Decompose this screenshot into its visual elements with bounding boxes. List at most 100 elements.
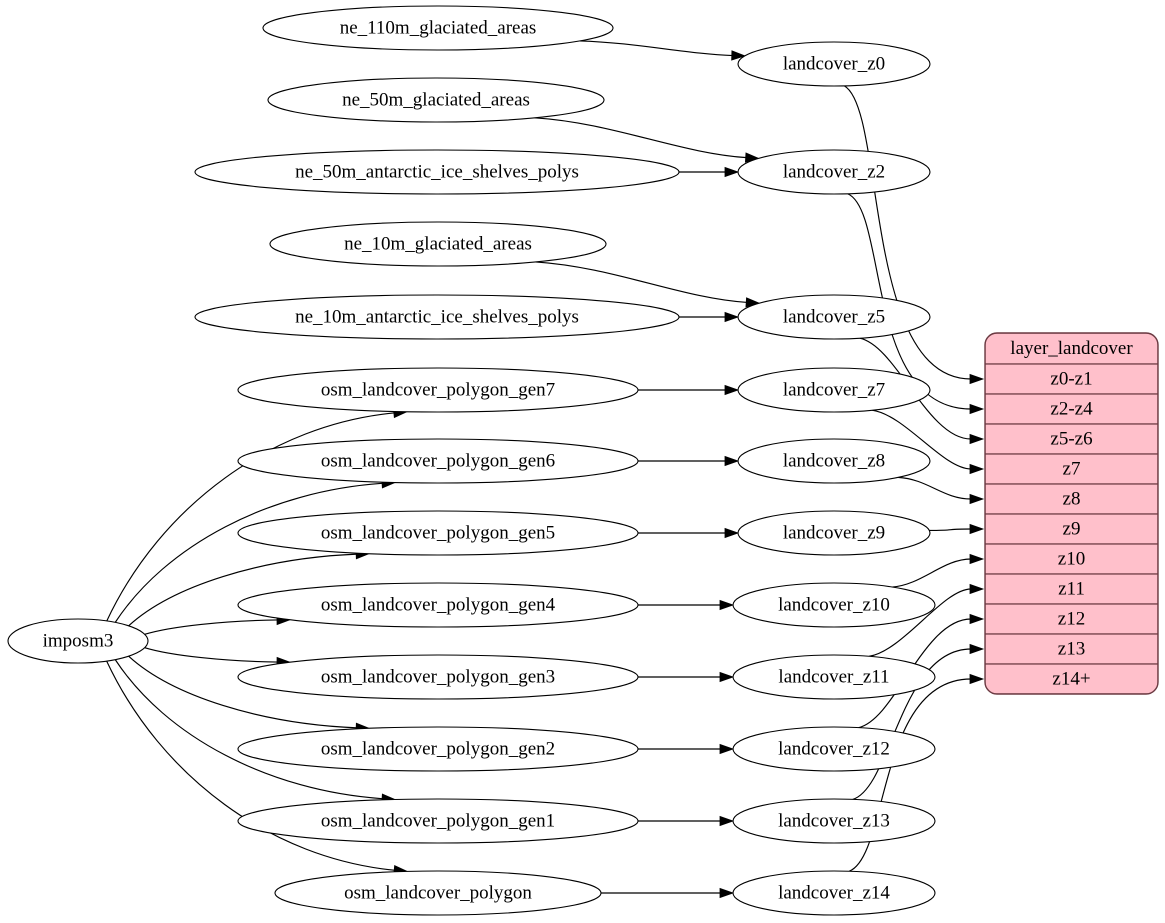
node-label: ne_50m_glaciated_areas: [342, 89, 530, 110]
edge-arrowhead: [731, 50, 746, 61]
table-row-label: z12: [1058, 608, 1085, 629]
node-label: ne_50m_antarctic_ice_shelves_polys: [295, 161, 579, 182]
node-label: osm_landcover_polygon_gen5: [321, 522, 555, 543]
node-landcover_z5[interactable]: landcover_z5: [737, 294, 931, 340]
node-label: landcover_z5: [783, 306, 885, 327]
edge-landcover_z0-to-layer_landcover-z0-z1: [844, 85, 972, 380]
node-landcover_z11[interactable]: landcover_z11: [732, 654, 936, 700]
node-label: landcover_z14: [778, 882, 890, 903]
node-label: osm_landcover_polygon_gen6: [321, 450, 555, 471]
edge-ne_10m_glaciated_areas-to-landcover_z5: [535, 261, 748, 304]
node-osm_landcover_polygon_gen3[interactable]: osm_landcover_polygon_gen3: [237, 654, 639, 700]
edge-arrowhead: [719, 887, 735, 899]
table-row-z9[interactable]: [985, 513, 1158, 545]
table-row-label: z7: [1063, 458, 1081, 479]
node-osm_landcover_polygon[interactable]: osm_landcover_polygon: [274, 870, 602, 916]
ellipse-shape: [737, 438, 931, 484]
node-label: landcover_z7: [783, 379, 885, 400]
node-osm_landcover_polygon_gen6[interactable]: osm_landcover_polygon_gen6: [237, 438, 639, 484]
table-row-label: z0-z1: [1050, 368, 1092, 389]
node-ne_50m_antarctic_ice_shelves_polys[interactable]: ne_50m_antarctic_ice_shelves_polys: [194, 149, 680, 195]
edge-arrowhead: [719, 743, 735, 755]
edge-imposm3-to-osm_landcover_polygon_gen3: [144, 647, 279, 663]
edge-arrowhead: [724, 384, 740, 396]
table-row-z10[interactable]: [985, 543, 1158, 575]
ellipse-shape: [262, 5, 614, 51]
edge-landcover_z10-to-layer_landcover-z10: [892, 558, 972, 588]
node-landcover_z10[interactable]: landcover_z10: [732, 582, 936, 628]
table-row-label: z5-z6: [1050, 428, 1092, 449]
table-body: layer_landcoverz0-z1z2-z4z5-z6z7z8z9z10z…: [985, 333, 1158, 694]
edge-arrowhead: [969, 523, 985, 535]
node-label: landcover_z2: [783, 161, 885, 182]
node-landcover_z7[interactable]: landcover_z7: [737, 367, 931, 413]
ellipse-shape: [269, 221, 607, 267]
node-label: landcover_z8: [783, 450, 885, 471]
layer-landcover-table: layer_landcoverz0-z1z2-z4z5-z6z7z8z9z10z…: [984, 332, 1159, 695]
node-osm_landcover_polygon_gen7[interactable]: osm_landcover_polygon_gen7: [237, 367, 639, 413]
table-row-z2-z4[interactable]: [985, 393, 1158, 425]
node-label: imposm3: [43, 630, 114, 651]
table-row-label: z11: [1058, 578, 1085, 599]
node-label: osm_landcover_polygon_gen2: [321, 738, 555, 759]
edge-imposm3-to-osm_landcover_polygon_gen4: [144, 619, 279, 635]
node-ne_50m_glaciated_areas[interactable]: ne_50m_glaciated_areas: [267, 77, 605, 123]
node-label: landcover_z0: [783, 53, 885, 74]
edge-arrowhead: [969, 643, 985, 655]
table-row-z12[interactable]: [985, 603, 1158, 635]
node-osm_landcover_polygon_gen1[interactable]: osm_landcover_polygon_gen1: [237, 798, 639, 844]
node-imposm3[interactable]: imposm3: [7, 618, 149, 664]
edge-arrowhead: [969, 493, 985, 505]
table-row-z14plus[interactable]: [985, 663, 1158, 694]
ellipse-shape: [732, 654, 936, 700]
node-landcover_z14[interactable]: landcover_z14: [732, 870, 936, 916]
node-osm_landcover_polygon_gen2[interactable]: osm_landcover_polygon_gen2: [237, 726, 639, 772]
edge-imposm3-to-osm_landcover_polygon_gen2: [128, 655, 358, 729]
node-ne_110m_glaciated_areas[interactable]: ne_110m_glaciated_areas: [262, 5, 614, 51]
edge-arrowhead: [719, 671, 735, 683]
ellipse-shape: [737, 367, 931, 413]
node-landcover_z2[interactable]: landcover_z2: [737, 149, 931, 195]
edge-ne_110m_glaciated_areas-to-landcover_z0: [579, 40, 733, 57]
node-label: landcover_z11: [778, 666, 889, 687]
node-label: ne_110m_glaciated_areas: [340, 17, 537, 38]
table-row-z5-z6[interactable]: [985, 423, 1158, 455]
table-row-label: z10: [1058, 548, 1085, 569]
edge-imposm3-to-osm_landcover_polygon: [106, 660, 396, 871]
edge-arrowhead: [969, 583, 985, 595]
node-landcover_z12[interactable]: landcover_z12: [732, 726, 936, 772]
ellipse-shape: [237, 798, 639, 844]
edge-arrowhead: [719, 599, 735, 611]
node-label: osm_landcover_polygon_gen4: [321, 594, 556, 615]
ellipse-shape: [194, 149, 680, 195]
node-osm_landcover_polygon_gen5[interactable]: osm_landcover_polygon_gen5: [237, 510, 639, 556]
table-row-label: z8: [1063, 488, 1081, 509]
edge-arrowhead: [724, 527, 740, 539]
node-landcover_z8[interactable]: landcover_z8: [737, 438, 931, 484]
ellipse-shape: [237, 654, 639, 700]
ellipse-shape: [7, 618, 149, 664]
ellipse-shape: [274, 870, 602, 916]
node-landcover_z13[interactable]: landcover_z13: [732, 798, 936, 844]
ellipse-shape: [737, 149, 931, 195]
node-ne_10m_antarctic_ice_shelves_polys[interactable]: ne_10m_antarctic_ice_shelves_polys: [194, 294, 680, 340]
edge-arrowhead: [724, 311, 740, 323]
table-row-z13[interactable]: [985, 633, 1158, 665]
table-row-z7[interactable]: [985, 453, 1158, 485]
edge-arrowhead: [724, 455, 740, 467]
node-osm_landcover_polygon_gen4[interactable]: osm_landcover_polygon_gen4: [237, 582, 639, 628]
edge-imposm3-to-osm_landcover_polygon_gen6: [114, 482, 384, 623]
node-ne_10m_glaciated_areas[interactable]: ne_10m_glaciated_areas: [269, 221, 607, 267]
ellipse-shape: [237, 367, 639, 413]
ellipse-shape: [237, 438, 639, 484]
ellipse-shape: [237, 510, 639, 556]
edge-arrowhead: [969, 673, 985, 685]
node-landcover_z9[interactable]: landcover_z9: [737, 510, 931, 556]
edge-arrowhead: [969, 463, 985, 475]
ellipse-shape: [737, 294, 931, 340]
node-landcover_z0[interactable]: landcover_z0: [737, 41, 931, 87]
node-label: osm_landcover_polygon_gen1: [321, 810, 555, 831]
edge-arrowhead: [969, 433, 985, 445]
